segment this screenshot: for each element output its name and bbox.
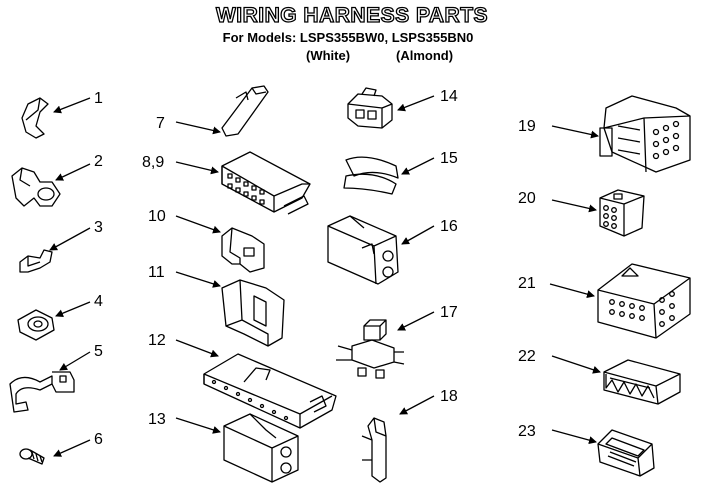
part-3-clip [19, 249, 53, 273]
arrow-4 [55, 301, 91, 318]
arrow-11 [175, 271, 221, 288]
part-17-terminal-block [336, 319, 405, 379]
color-white-label: (White) [306, 48, 351, 63]
part-14-plug [347, 87, 393, 129]
arrow-22 [551, 355, 601, 374]
part-20-plug [599, 189, 645, 237]
part-2-clamp [11, 167, 61, 207]
arrow-6 [53, 439, 91, 457]
callout-21: 21 [518, 275, 536, 292]
arrow-18 [399, 395, 435, 415]
arrow-23 [551, 429, 597, 445]
arrow-19 [551, 125, 599, 139]
part-16-connector [327, 215, 399, 285]
part-22-connector [603, 359, 681, 405]
part-6-screw [19, 448, 45, 465]
part-23-flat-connector [597, 429, 655, 477]
callout-12: 12 [148, 332, 166, 349]
part-12-terminal-strip [203, 353, 337, 429]
callout-15: 15 [440, 150, 458, 167]
callout-2: 2 [94, 153, 103, 170]
arrow-2 [55, 163, 91, 181]
callout-18: 18 [440, 388, 458, 405]
arrow-8-9 [175, 161, 219, 175]
arrow-13 [175, 417, 221, 434]
diagram-title: WIRING HARNESS PARTS [215, 3, 489, 27]
callout-16: 16 [440, 218, 458, 235]
callout-5: 5 [94, 343, 103, 360]
callout-3: 3 [94, 219, 103, 236]
part-21-block-connector [597, 263, 691, 339]
callout-11: 11 [148, 264, 165, 281]
part-10-connector [221, 227, 265, 273]
callout-1: 1 [94, 90, 103, 107]
part-19-multi-connector [599, 95, 691, 173]
arrow-7 [175, 121, 221, 135]
arrow-15 [401, 157, 435, 175]
arrow-3 [49, 227, 91, 251]
arrow-21 [549, 283, 595, 299]
part-4-grommet [17, 309, 55, 341]
part-18-clip [361, 417, 387, 483]
arrow-17 [397, 311, 435, 331]
arrow-1 [53, 97, 91, 114]
arrow-16 [401, 225, 435, 245]
part-13-connector [223, 413, 299, 483]
callout-10: 10 [148, 208, 166, 225]
arrow-20 [551, 199, 597, 213]
callout-22: 22 [518, 348, 536, 365]
part-15-sleeve [343, 156, 399, 195]
models-line: For Models: LSPS355BW0, LSPS355BN0 [222, 30, 474, 45]
color-almond-label: (Almond) [396, 48, 454, 63]
part-11-housing [221, 279, 285, 347]
callout-6: 6 [94, 431, 103, 448]
arrow-14 [397, 95, 435, 112]
part-1-clip [21, 97, 49, 139]
callout-7: 7 [156, 115, 165, 132]
callout-20: 20 [518, 190, 536, 207]
part-8-9-connector-block [221, 151, 311, 215]
callout-14: 14 [440, 88, 458, 105]
arrow-5 [59, 351, 91, 371]
callout-17: 17 [440, 304, 458, 321]
callout-23: 23 [518, 423, 536, 440]
part-7-bracket [221, 85, 269, 137]
arrow-12 [175, 339, 219, 358]
callout-19: 19 [518, 118, 536, 135]
part-5-clip [9, 371, 75, 413]
callout-8-9: 8,9 [142, 154, 164, 171]
callout-13: 13 [148, 411, 166, 428]
arrow-10 [175, 215, 221, 234]
callout-4: 4 [94, 293, 103, 310]
